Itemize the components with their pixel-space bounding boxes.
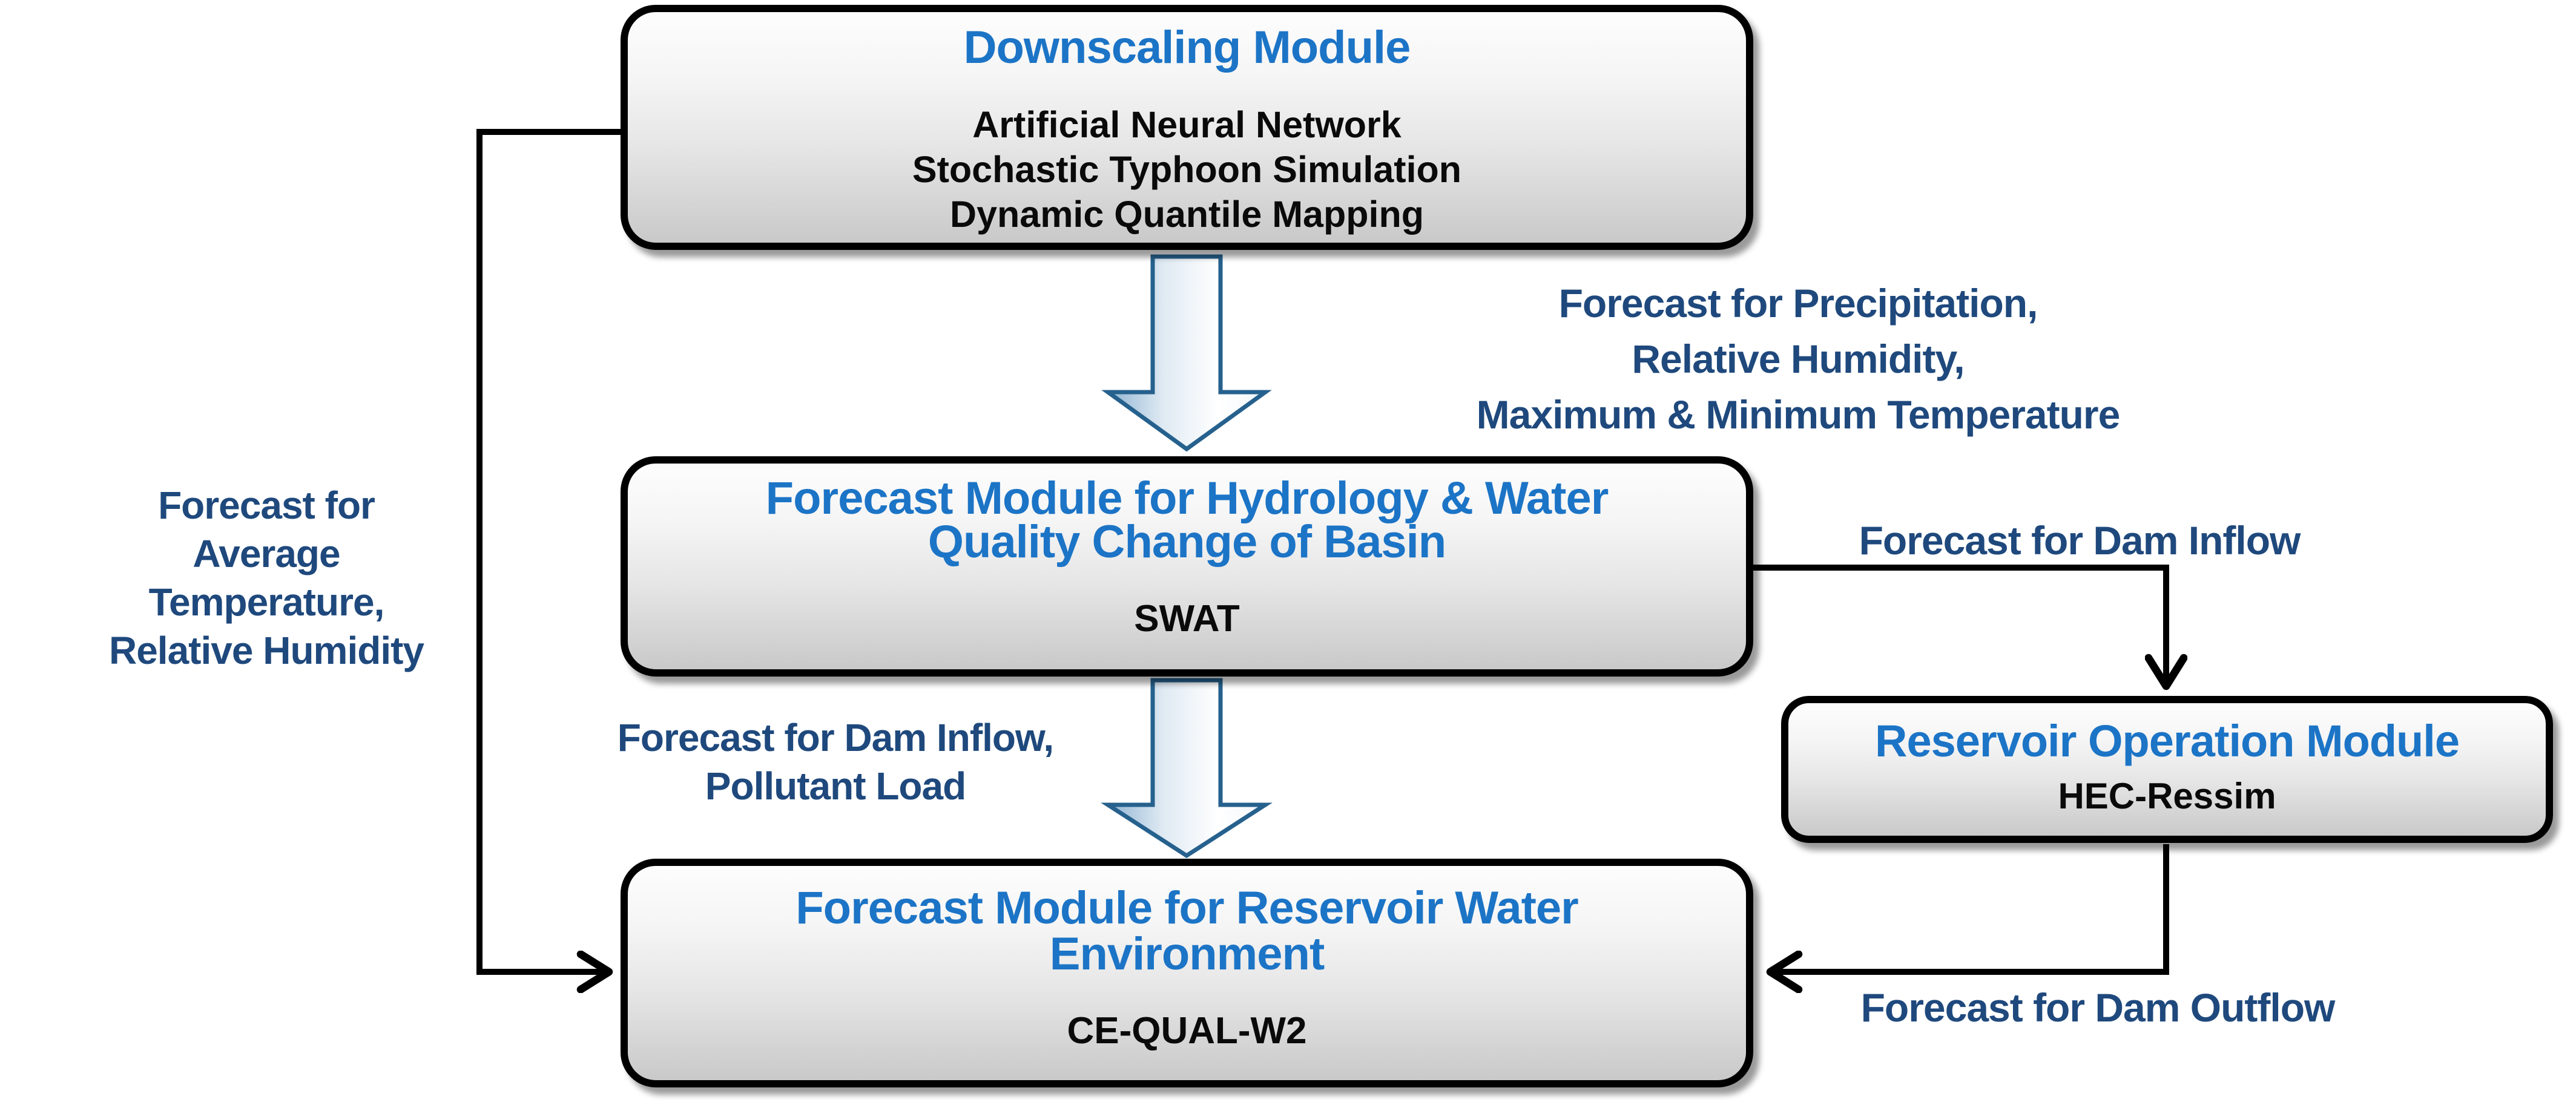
hydrology-title-line2: Quality Change of Basin	[927, 516, 1446, 568]
hydrology-module-title: Forecast Module for Hydrology & Water Qu…	[628, 464, 1746, 568]
method-quantile: Dynamic Quantile Mapping	[950, 194, 1424, 235]
method-ann: Artificial Neural Network	[972, 104, 1402, 145]
hydrology-module-box: Forecast Module for Hydrology & Water Qu…	[621, 456, 1753, 677]
hydrology-model-name: SWAT	[1134, 598, 1240, 640]
avg-temp-label-line2: Average	[193, 532, 340, 575]
precipitation-label-line3: Maximum & Minimum Temperature	[1476, 392, 2121, 437]
downscaling-module-methods: Artificial Neural Network Stochastic Typ…	[628, 102, 1746, 237]
reservoir-env-model-name: CE-QUAL-W2	[1067, 1010, 1307, 1052]
dam-inflow-pollutant-forecast-label: Forecast for Dam Inflow, Pollutant Load	[502, 713, 1168, 810]
dam-outflow-forecast-label: Forecast for Dam Outflow	[1860, 985, 2336, 1030]
reservoir-op-model-name: HEC-Ressim	[2058, 776, 2276, 816]
inflow-pollutant-label-line1: Forecast for Dam Inflow,	[617, 716, 1054, 759]
inflow-pollutant-label-line2: Pollutant Load	[705, 764, 966, 808]
reservoir-operation-module-box: Reservoir Operation Module HEC-Ressim	[1781, 696, 2553, 843]
reservoir-operation-title: Reservoir Operation Module	[1875, 716, 2460, 766]
precipitation-forecast-label: Forecast for Precipitation, Relative Hum…	[1290, 275, 2307, 442]
reservoir-env-title-line2: Environment	[1049, 928, 1325, 980]
downscaling-module-title: Downscaling Module	[963, 22, 1411, 73]
connector-dam-inflow-line	[1753, 565, 2166, 683]
downscaling-module-box: Downscaling Module Artificial Neural Net…	[621, 5, 1753, 250]
precipitation-label-line2: Relative Humidity,	[1632, 336, 1965, 381]
reservoir-environment-module-box: Forecast Module for Reservoir Water Envi…	[621, 859, 1753, 1087]
average-temperature-forecast-label: Forecast for Average Temperature, Relati…	[30, 481, 502, 675]
avg-temp-label-line3: Temperature,	[148, 580, 385, 624]
avg-temp-label-line4: Relative Humidity	[108, 629, 424, 672]
reservoir-environment-title: Forecast Module for Reservoir Water Envi…	[628, 866, 1746, 977]
avg-temp-label-line1: Forecast for	[158, 484, 375, 527]
precipitation-label-line1: Forecast for Precipitation,	[1558, 281, 2038, 326]
down-arrow-icon	[1101, 254, 1272, 452]
method-typhoon: Stochastic Typhoon Simulation	[912, 149, 1462, 190]
connector-avg-temp-line	[476, 129, 621, 972]
hydrology-title-line1: Forecast Module for Hydrology & Water	[765, 473, 1609, 524]
down-arrow-icon	[1101, 678, 1273, 859]
connector-dam-outflow-line	[1774, 844, 2169, 972]
dam-inflow-forecast-label: Forecast for Dam Inflow	[1859, 518, 2301, 563]
reservoir-env-title-line1: Forecast Module for Reservoir Water	[796, 882, 1579, 934]
